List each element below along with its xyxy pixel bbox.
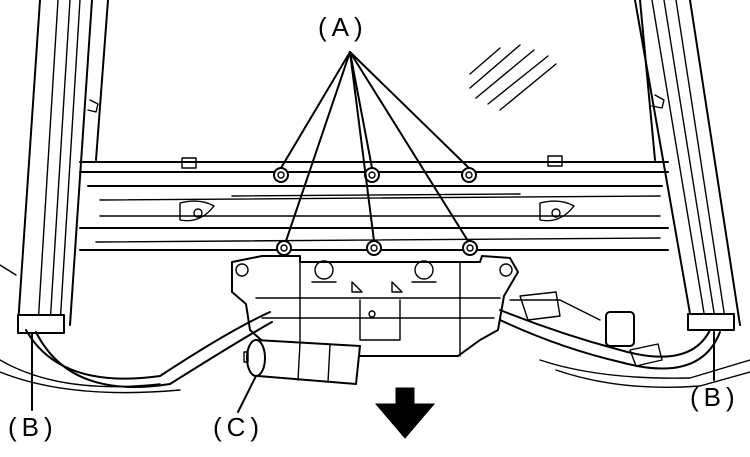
- bolt-marker: [276, 240, 292, 256]
- bolt-marker: [366, 240, 382, 256]
- left-rail-bracket: [17, 314, 65, 334]
- callout-a: (A): [318, 12, 368, 42]
- callout-b-right: (B): [690, 382, 740, 412]
- callout-c: (C): [213, 412, 265, 442]
- bolt-markers: [273, 167, 478, 256]
- cross-member: [79, 155, 669, 251]
- callout-b-left: (B): [8, 412, 58, 442]
- bolt-marker: [461, 167, 477, 183]
- right-rail-bracket: [687, 313, 735, 331]
- arrow-down-icon: [374, 387, 436, 439]
- drive-unit: [231, 255, 519, 357]
- motor: [243, 339, 361, 385]
- bolt-marker: [273, 167, 289, 183]
- cable-harness: [0, 291, 750, 394]
- right-guide-rail: [634, 0, 741, 331]
- bolt-marker: [462, 240, 478, 256]
- leader-lines-a: [280, 51, 470, 242]
- glass-panel: [95, 0, 656, 161]
- leader-lines-bc: [31, 331, 715, 413]
- left-guide-rail: [0, 0, 99, 334]
- wiring-connector: [605, 311, 635, 347]
